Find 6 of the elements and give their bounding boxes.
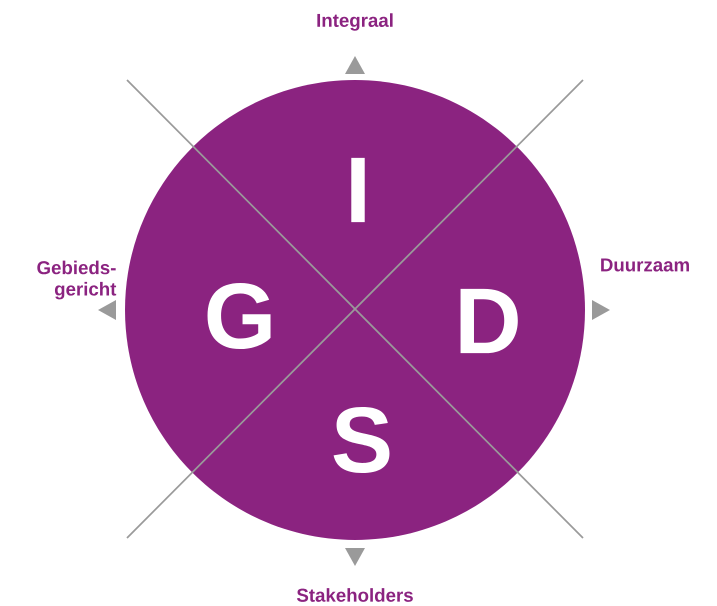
- direction-label: Integraal: [317, 13, 393, 31]
- quadrant-letter: D: [460, 288, 518, 354]
- quadrant-letter: S: [334, 406, 390, 474]
- direction-label: Stakeholders: [296, 588, 413, 602]
- quadrant-letter: G: [208, 282, 271, 350]
- quadrant-letter: I: [351, 158, 365, 222]
